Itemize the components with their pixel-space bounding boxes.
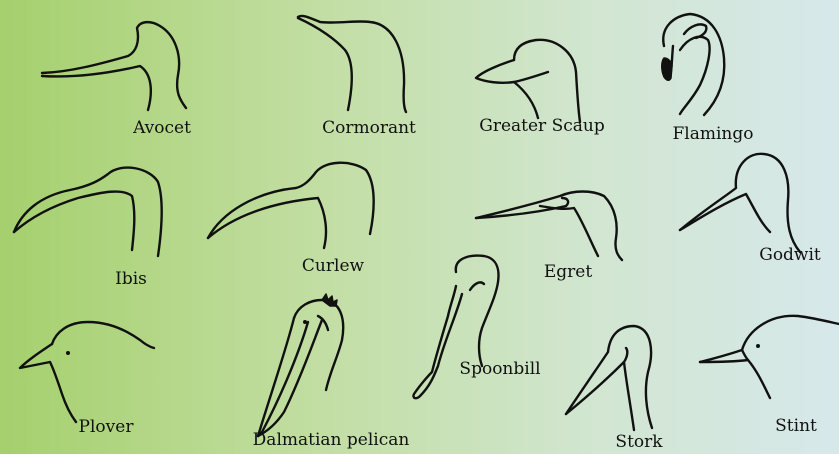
- label-godwit: Godwit: [759, 247, 821, 264]
- label-greater-scaup: Greater Scaup: [479, 118, 604, 135]
- dalmatian-pelican-head-outline: [258, 294, 343, 436]
- avocet-head-outline: [42, 22, 186, 110]
- label-stork: Stork: [615, 434, 662, 451]
- label-curlew: Curlew: [302, 258, 364, 275]
- label-flamingo: Flamingo: [673, 126, 754, 143]
- stork-head-outline: [566, 326, 652, 430]
- plover-head-outline: [20, 322, 154, 422]
- flamingo-head-outline: [662, 14, 725, 115]
- label-stint: Stint: [775, 418, 817, 435]
- label-cormorant: Cormorant: [322, 120, 416, 137]
- label-ibis: Ibis: [115, 271, 147, 288]
- label-avocet: Avocet: [133, 120, 191, 137]
- label-spoonbill: Spoonbill: [459, 361, 540, 378]
- cormorant-head-outline: [298, 16, 406, 112]
- stint-head-outline: [700, 316, 839, 398]
- godwit-head-outline: [680, 154, 800, 252]
- label-egret: Egret: [544, 264, 592, 281]
- ibis-head-outline: [14, 168, 162, 256]
- label-plover: Plover: [79, 419, 134, 436]
- egret-head-outline: [476, 192, 622, 261]
- label-dalmatian-pelican: Dalmatian pelican: [253, 432, 410, 449]
- greater-scaup-head-outline: [476, 40, 580, 122]
- curlew-head-outline: [208, 163, 374, 248]
